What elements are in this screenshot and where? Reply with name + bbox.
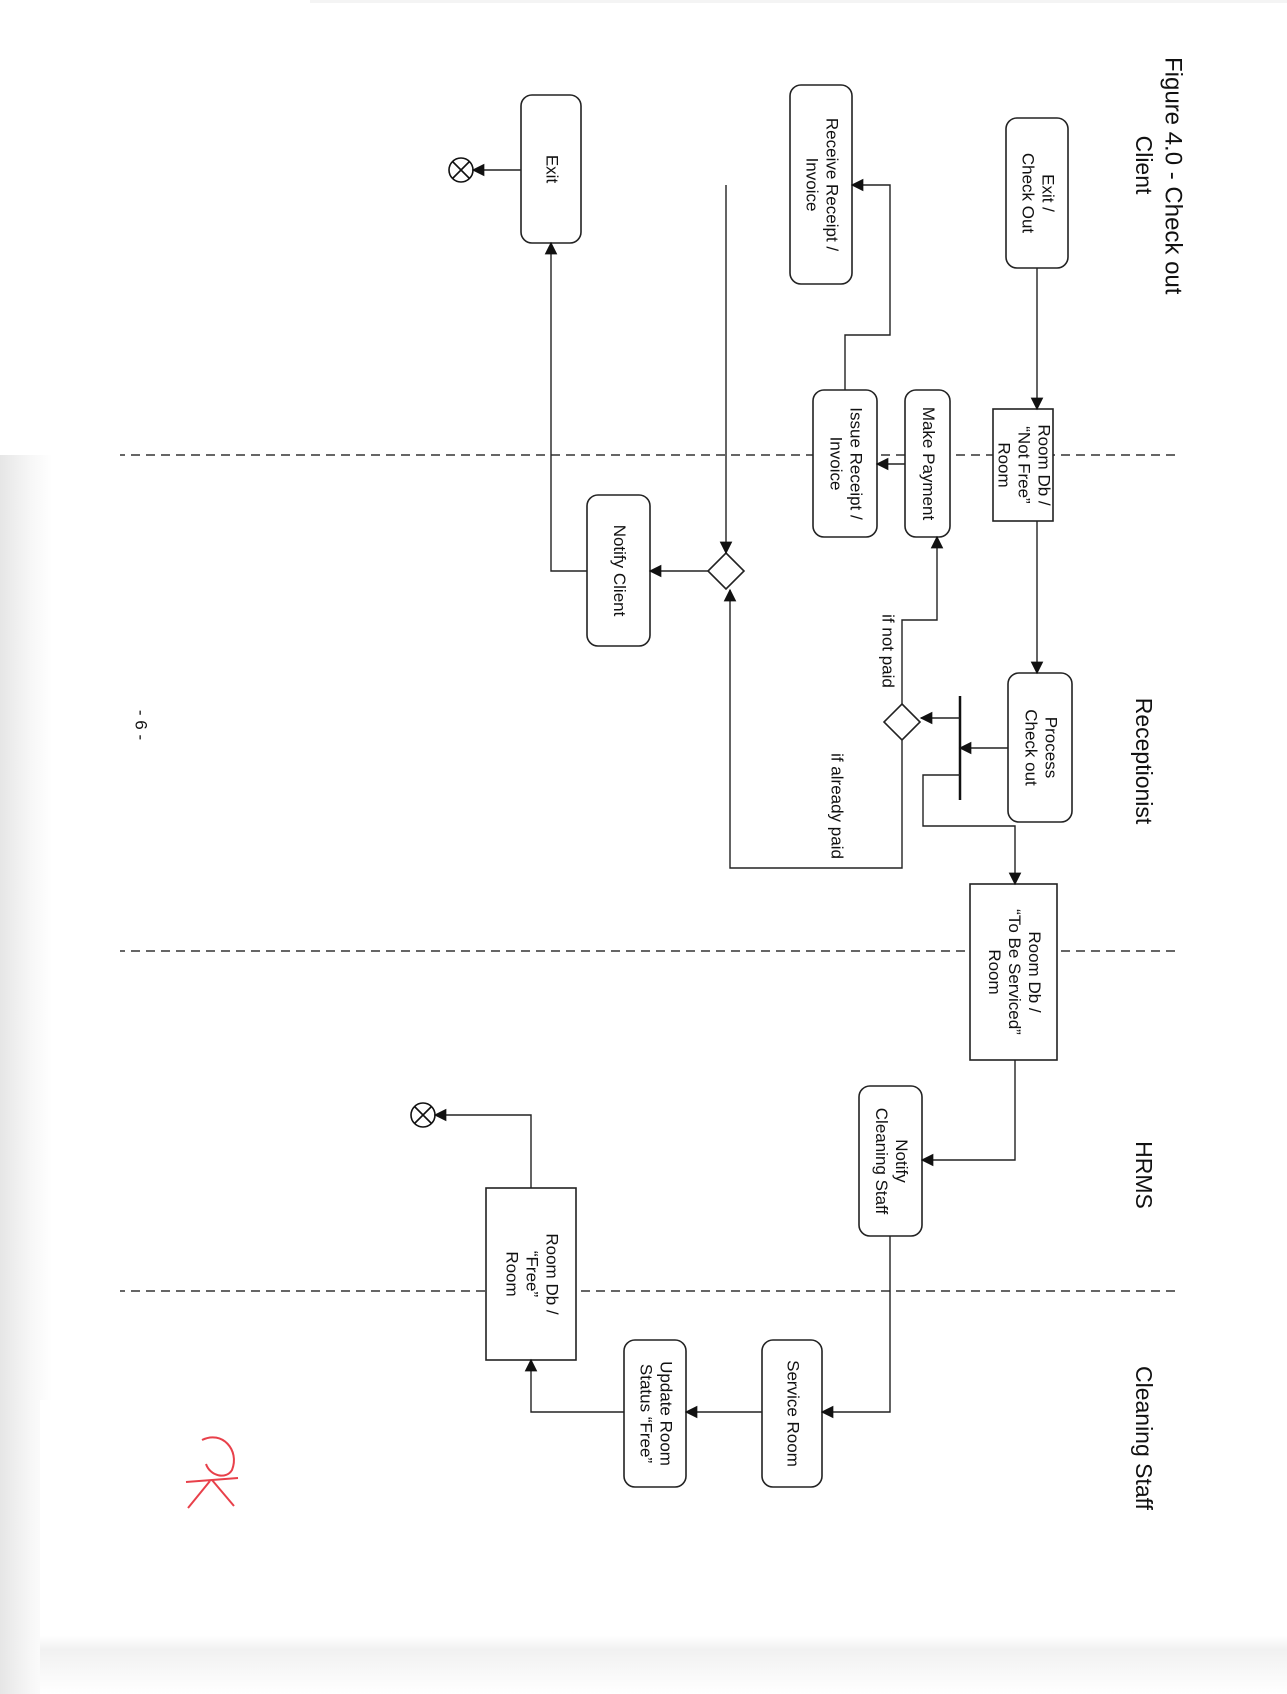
- activity-exit-check-out-label-line-1: Exit /: [1039, 174, 1058, 212]
- activity-notify-client-label-line-1: Notify Client: [610, 525, 629, 617]
- activity-room-not-free-label-line-1: Room Db /: [1035, 424, 1054, 506]
- guard-if-not-paid: if not paid: [879, 614, 898, 688]
- activity-process-check-out-label-line-2: Check out: [1022, 709, 1041, 786]
- activity-issue-receipt-label-line-1: Issue Receipt /: [847, 407, 866, 520]
- activity-room-to-be-serviced-label-line-1: Room Db /: [1025, 931, 1044, 1013]
- scan-top-edge: [310, 0, 1287, 3]
- activity-notify-cleaning-staff-label-line-1: Notify: [892, 1139, 911, 1183]
- lane-client: Client: [1131, 136, 1157, 195]
- edge-room-free-to-final: [433, 1108, 532, 1188]
- activity-notify-cleaning-staff-label-line-2: Cleaning Staff: [872, 1108, 891, 1215]
- page-number: - 6 -: [132, 710, 151, 740]
- decision-notify: [706, 551, 746, 591]
- activity-room-free-label-line-1: Room Db /: [543, 1233, 562, 1315]
- handwritten-ok-mark: [185, 1436, 239, 1509]
- activity-issue-receipt-label-line-2: Invoice: [827, 437, 846, 491]
- lane-cleaning-staff: Cleaning Staff: [1131, 1366, 1157, 1511]
- final-node-cleaning-cross: [414, 1106, 432, 1124]
- edge-if-already-paid: [723, 588, 903, 869]
- activity-room-not-free-label-line-3: Room: [995, 442, 1014, 487]
- decision-paid: [882, 702, 922, 742]
- lane-hrms: HRMS: [1131, 1141, 1157, 1209]
- edge-notify-cleaning-to-service: [820, 1236, 891, 1419]
- activity-room-free-label-line-3: Room: [503, 1251, 522, 1296]
- edge-fork-to-room-to-be-serviced: [922, 774, 1022, 886]
- edge-notify-client-to-exit: [544, 241, 587, 572]
- activity-room-not-free: [992, 408, 1054, 522]
- lane-receptionist: Receptionist: [1131, 698, 1157, 825]
- activity-process-check-out-label-line-1: Process: [1042, 717, 1061, 778]
- rotated-diagram: Figure 4.0 - Check outClientReceptionist…: [132, 57, 1187, 1511]
- activity-room-to-be-serviced-label-line-2: “To Be Serviced”: [1005, 909, 1024, 1035]
- activity-make-payment-label-line-1: Make Payment: [919, 407, 938, 521]
- figure-title: Figure 4.0 - Check out: [1160, 57, 1187, 295]
- activity-service-room-label-line-1: Service Room: [784, 1360, 803, 1467]
- edge-update-to-room-free: [524, 1358, 624, 1413]
- edge-receipt-to-client: [844, 178, 891, 390]
- activity-room-to-be-serviced: [969, 883, 1058, 1061]
- final-node-client-cross: [452, 161, 470, 179]
- activity-update-room-status-label-line-1: Update Room: [657, 1361, 676, 1466]
- activity-exit-label-line-1: Exit: [543, 155, 562, 184]
- activity-exit-check-out-label-line-2: Check Out: [1019, 153, 1038, 234]
- activity-room-not-free-label-line-2: “Not Free”: [1015, 426, 1034, 504]
- activity-update-room-status-label-line-2: Status “Free”: [637, 1364, 656, 1464]
- activity-receive-receipt-label-line-2: Invoice: [803, 158, 822, 212]
- activity-receive-receipt-label-line-1: Receive Receipt /: [823, 118, 842, 252]
- activity-room-free-label-line-2: “Free”: [523, 1251, 542, 1298]
- edge-if-not-paid: [901, 535, 944, 704]
- guard-if-already-paid: if already paid: [828, 753, 847, 859]
- edge-serviced-to-notify-cleaning: [920, 1060, 1016, 1167]
- activity-room-to-be-serviced-label-line-3: Room: [985, 949, 1004, 994]
